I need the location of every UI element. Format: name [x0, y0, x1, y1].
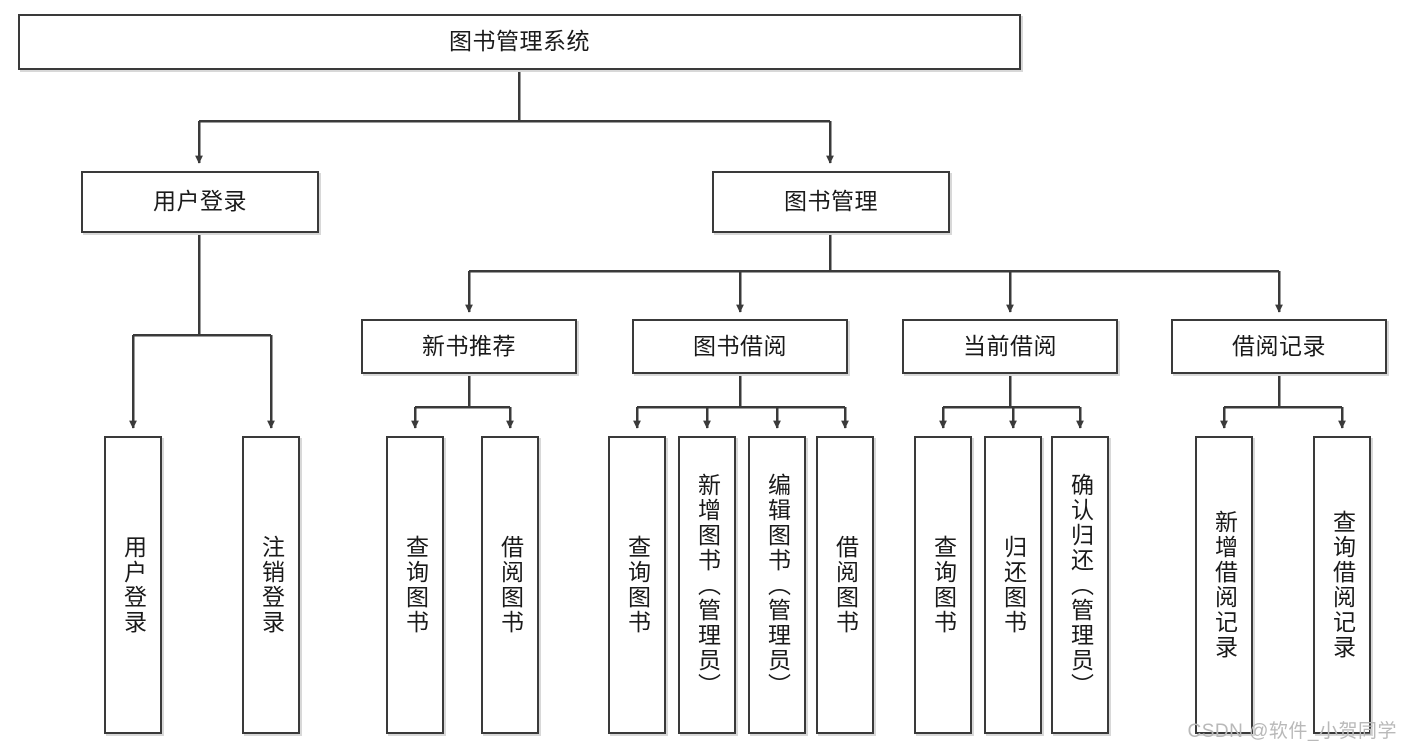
- node-label: 借阅图书: [497, 535, 524, 635]
- leaf-borrow-borrow-book[interactable]: 借阅图书: [816, 436, 874, 734]
- node-label: 查询图书: [624, 535, 651, 635]
- node-label: 编辑图书（管理员）: [764, 472, 791, 698]
- node-label: 用户登录: [153, 188, 247, 215]
- node-label: 新书推荐: [422, 332, 516, 359]
- node-label: 图书管理: [784, 188, 878, 215]
- node-user-login[interactable]: 用户登录: [81, 171, 319, 233]
- node-label: 图书管理系统: [449, 28, 590, 55]
- node-label: 图书借阅: [693, 332, 787, 359]
- leaf-recommend-query-book[interactable]: 查询图书: [386, 436, 444, 734]
- leaf-user-login[interactable]: 用户登录: [104, 436, 162, 734]
- node-book-management[interactable]: 图书管理: [712, 171, 950, 233]
- leaf-current-return-book[interactable]: 归还图书: [984, 436, 1042, 734]
- leaf-record-query-record[interactable]: 查询借阅记录: [1313, 436, 1371, 734]
- node-borrow-record[interactable]: 借阅记录: [1171, 319, 1387, 374]
- leaf-borrow-add-book[interactable]: 新增图书（管理员）: [678, 436, 736, 734]
- node-label: 查询借阅记录: [1329, 510, 1356, 660]
- node-label: 新增借阅记录: [1211, 510, 1238, 660]
- node-current-borrow[interactable]: 当前借阅: [902, 319, 1118, 374]
- leaf-user-logout[interactable]: 注销登录: [242, 436, 300, 734]
- leaf-current-confirm-return[interactable]: 确认归还（管理员）: [1051, 436, 1109, 734]
- node-label: 查询图书: [402, 535, 429, 635]
- node-label: 借阅图书: [832, 535, 859, 635]
- leaf-current-query-book[interactable]: 查询图书: [914, 436, 972, 734]
- node-label: 注销登录: [258, 535, 285, 635]
- node-label: 确认归还（管理员）: [1067, 472, 1094, 698]
- node-root-system[interactable]: 图书管理系统: [18, 14, 1021, 70]
- leaf-borrow-query-book[interactable]: 查询图书: [608, 436, 666, 734]
- leaf-borrow-edit-book[interactable]: 编辑图书（管理员）: [748, 436, 806, 734]
- node-label: 用户登录: [120, 535, 147, 635]
- leaf-record-add-record[interactable]: 新增借阅记录: [1195, 436, 1253, 734]
- node-label: 当前借阅: [963, 332, 1057, 359]
- node-label: 新增图书（管理员）: [694, 472, 721, 698]
- node-label: 借阅记录: [1232, 332, 1326, 359]
- node-book-borrow[interactable]: 图书借阅: [632, 319, 848, 374]
- node-label: 查询图书: [930, 535, 957, 635]
- watermark-text: CSDN @软件_小贺同学: [1187, 721, 1397, 742]
- node-new-book-recommend[interactable]: 新书推荐: [361, 319, 577, 374]
- node-label: 归还图书: [1000, 535, 1027, 635]
- leaf-recommend-borrow-book[interactable]: 借阅图书: [481, 436, 539, 734]
